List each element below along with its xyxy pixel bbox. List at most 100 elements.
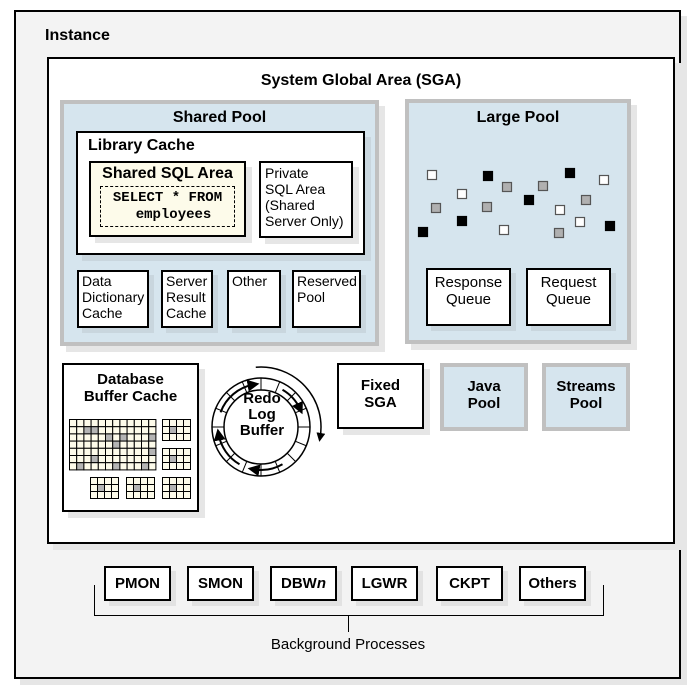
buffer-grid-small — [126, 477, 155, 499]
private-sql-line: SQL Area — [265, 181, 326, 197]
memory-block-white — [554, 204, 566, 216]
fixed-sga-line: SGA — [364, 394, 397, 411]
process-smon: SMON — [187, 566, 254, 601]
process-lgwr: LGWR — [351, 566, 418, 601]
buffer-block — [183, 491, 191, 499]
fixed-sga-label: Fixed SGA — [337, 377, 424, 411]
redo-segment-divider — [286, 452, 297, 463]
queue-line: Response — [434, 274, 503, 291]
process-name: CKPT — [449, 575, 490, 592]
component-line: Dictionary — [82, 289, 145, 305]
memory-block-black — [564, 167, 576, 179]
memory-block-gray — [501, 181, 513, 193]
private-sql-area — [259, 161, 353, 238]
buffer-grid-small — [162, 419, 191, 441]
response-queue-label: Response Queue — [426, 274, 511, 308]
redo-flow-arrow — [219, 379, 260, 413]
process-name: LGWR — [361, 575, 408, 592]
process-others: Others — [519, 566, 586, 601]
buffer-cache-line: Database — [97, 371, 164, 388]
reserved-pool — [292, 270, 361, 328]
data-dictionary-cache-label: Data Dictionary Cache — [82, 273, 144, 321]
component-line: Server — [166, 273, 208, 289]
component-line: Data — [82, 273, 112, 289]
instance-title: Instance — [45, 27, 110, 44]
redo-log-buffer-label: Redo Log Buffer — [222, 391, 302, 439]
data-dictionary-cache — [77, 270, 149, 328]
queue-line: Queue — [445, 291, 492, 308]
memory-block-white — [426, 169, 438, 181]
server-result-cache — [161, 270, 213, 328]
memory-block-white — [456, 188, 468, 200]
response-queue — [426, 268, 511, 326]
java-pool — [440, 363, 528, 431]
streams-pool-line: Pool — [569, 395, 603, 412]
component-line: Cache — [166, 305, 207, 321]
memory-block-black — [417, 226, 429, 238]
component-line: Pool — [297, 289, 326, 305]
process-name: DBW — [281, 575, 317, 592]
request-queue — [526, 268, 611, 326]
sql-statement-box — [100, 186, 235, 227]
queue-line: Request — [540, 274, 597, 291]
private-sql-area-label: Private SQL Area (Shared Server Only) — [265, 165, 344, 229]
redo-flow-arrow — [213, 428, 241, 466]
other-component — [227, 270, 281, 328]
buffer-block — [147, 491, 155, 499]
large-pool-title: Large Pool — [476, 109, 560, 126]
queue-line: Queue — [545, 291, 592, 308]
java-pool-label: Java Pool — [440, 378, 528, 412]
memory-block-black — [523, 194, 535, 206]
shared-sql-area — [89, 161, 246, 237]
buffer-grid-main — [69, 419, 157, 471]
memory-block-white — [598, 174, 610, 186]
redo-segment-divider — [294, 440, 307, 447]
process-name: SMON — [198, 575, 243, 592]
memory-block-gray — [580, 194, 592, 206]
memory-block-gray — [553, 227, 565, 239]
component-line: Reserved — [297, 273, 357, 289]
memory-block-white — [498, 224, 510, 236]
java-pool-line: Pool — [467, 395, 501, 412]
fixed-sga-line: Fixed — [360, 377, 401, 394]
sga-title: System Global Area (SGA) — [260, 72, 462, 89]
memory-block-black — [482, 170, 494, 182]
redo-segment-divider — [241, 460, 248, 473]
private-sql-line: Private — [265, 165, 309, 181]
process-name: PMON — [115, 575, 160, 592]
buffer-block — [111, 491, 119, 499]
memory-block-black — [456, 215, 468, 227]
redo-segment-divider — [274, 381, 281, 394]
memory-block-gray — [537, 180, 549, 192]
streams-pool — [542, 363, 630, 431]
streams-pool-line: Streams — [556, 378, 616, 395]
sql-line-2: employees — [135, 207, 212, 223]
buffer-block — [183, 433, 191, 441]
component-line: Result — [166, 289, 206, 305]
redo-flow-arrow — [247, 463, 283, 477]
java-pool-line: Java — [467, 378, 501, 395]
server-result-cache-label: Server Result Cache — [166, 273, 207, 321]
redo-log-buffer-ring — [211, 366, 326, 477]
buffer-block — [148, 462, 157, 471]
component-line: Other — [232, 273, 268, 289]
process-name-suffix: n — [316, 575, 326, 592]
buffer-grid-small — [162, 477, 191, 499]
buffer-cache-line: Buffer Cache — [83, 388, 178, 405]
shared-pool-title: Shared Pool — [172, 109, 267, 126]
request-queue-label: Request Queue — [526, 274, 611, 308]
buffer-grid-small — [90, 477, 119, 499]
reserved-pool-label: Reserved Pool — [297, 273, 357, 305]
memory-block-white — [574, 216, 586, 228]
fixed-sga — [337, 363, 424, 429]
memory-block-gray — [481, 201, 493, 213]
sql-line-1: SELECT * FROM — [112, 190, 223, 206]
redo-line: Buffer — [239, 422, 285, 439]
buffer-grid-small — [162, 448, 191, 470]
private-sql-line: (Shared — [265, 197, 315, 213]
redo-flow-arrow — [281, 388, 303, 415]
redo-line: Log — [248, 406, 276, 423]
